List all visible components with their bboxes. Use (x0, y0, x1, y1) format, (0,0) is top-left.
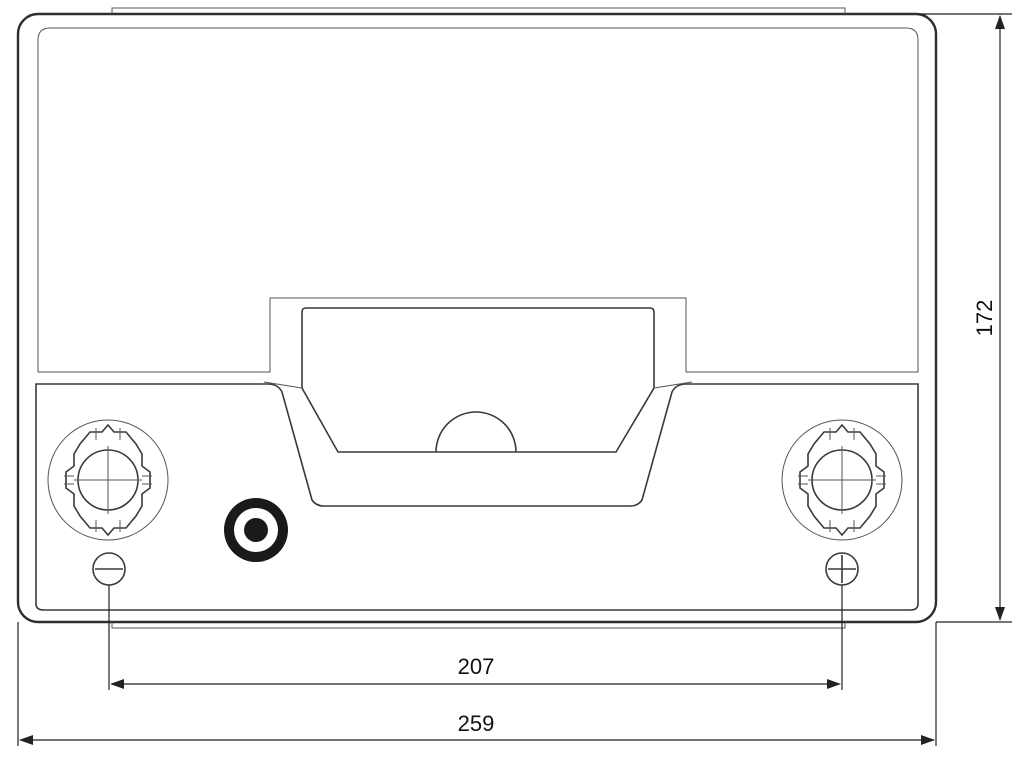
overall-length-label: 259 (458, 711, 495, 736)
dimension-overall-length: 259 (17, 622, 937, 746)
minus-sign-icon (92, 552, 126, 586)
terminal-left (47, 419, 169, 541)
dimension-overall-width: 172 (918, 13, 1012, 623)
terminal-right (781, 419, 903, 541)
terminal-spacing-label: 207 (458, 654, 495, 679)
dimension-terminal-spacing: 207 (108, 585, 843, 690)
overall-width-label: 172 (972, 300, 997, 337)
terminal-panel (35, 383, 919, 611)
upper-lid-panel (37, 27, 919, 373)
battery-case (16, 7, 938, 629)
handle-recess (263, 307, 693, 453)
plus-sign-icon (825, 552, 859, 586)
state-of-charge-eye-icon (224, 498, 288, 562)
